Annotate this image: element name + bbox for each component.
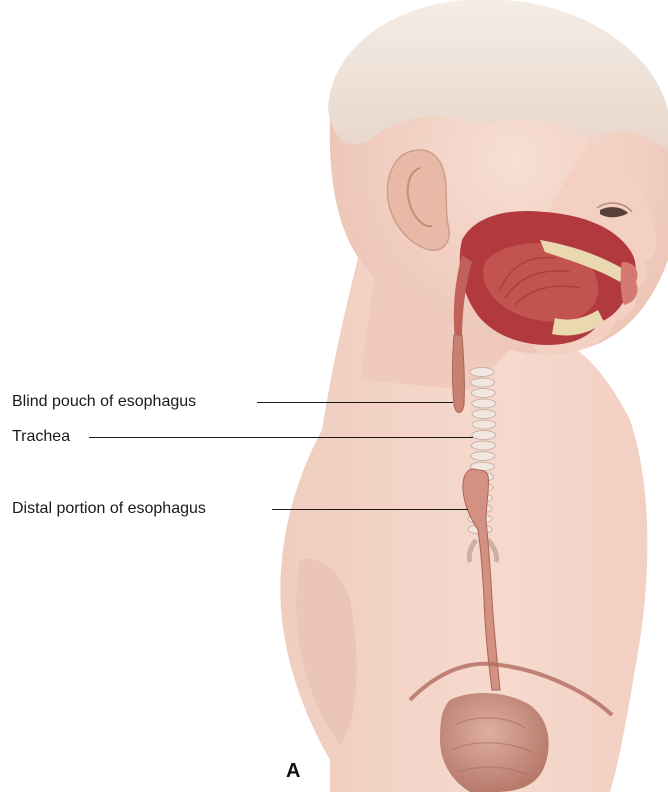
trachea-ring: [472, 420, 496, 429]
trachea-ring: [470, 368, 494, 377]
leader-distal-esophagus: [272, 509, 468, 510]
trachea-ring: [471, 389, 495, 398]
trachea-ring: [471, 452, 495, 461]
label-distal-esophagus: Distal portion of esophagus: [12, 500, 206, 518]
trachea-ring: [472, 431, 496, 440]
trachea-ring: [471, 441, 495, 450]
leader-blind-pouch: [257, 402, 453, 403]
panel-letter: A: [286, 760, 300, 783]
label-blind-pouch: Blind pouch of esophagus: [12, 393, 196, 411]
trachea-ring: [472, 410, 496, 419]
blind-pouch-esophagus: [453, 335, 465, 413]
trachea-ring: [471, 378, 495, 387]
trachea-ring: [472, 399, 496, 408]
label-trachea: Trachea: [12, 428, 70, 446]
leader-trachea: [89, 437, 473, 438]
